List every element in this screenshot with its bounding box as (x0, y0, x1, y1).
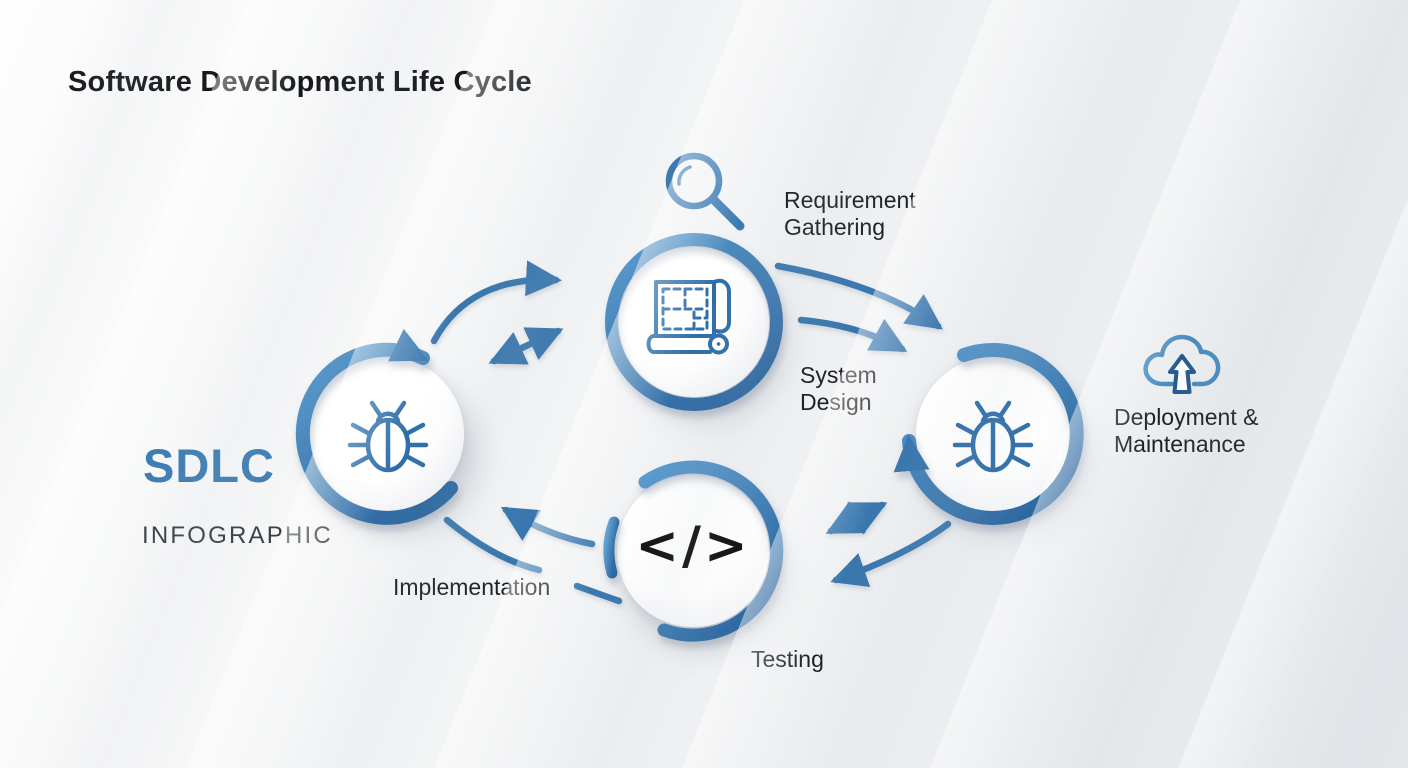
label-implementation: Implementation (393, 574, 551, 600)
label-line: Requirement (784, 187, 916, 213)
arrow-planning-implementation-twoway (488, 327, 564, 365)
arrow-planning-to-maintenance-lower (797, 316, 908, 353)
testing-node-disc (617, 475, 769, 627)
label-line: Gathering (784, 214, 886, 240)
page-title: Software Development Life Cycle (68, 66, 532, 98)
brand-tagline: INFOGRAPHIC (142, 522, 333, 549)
bug-icon (350, 403, 426, 470)
label-line: Deployment & (1114, 404, 1259, 430)
arrow-implementation-to-planning (430, 260, 562, 345)
connector-implementation-to-testing-b (573, 582, 623, 605)
planning-ring (605, 233, 783, 411)
label-line: Maintenance (1114, 431, 1246, 457)
arrow-testing-to-implementation (500, 506, 596, 548)
arrow-testing-maintenance-twoway (825, 501, 888, 535)
testing-ring-segment (603, 516, 620, 579)
blueprint-icon (646, 278, 731, 355)
testing-ring (638, 460, 784, 642)
cloud-upload-icon (1143, 334, 1221, 394)
magnifying-glass-icon (665, 152, 745, 231)
node-rings (295, 233, 1084, 642)
brand-acronym: SDLC (143, 439, 275, 492)
label-system-design: System Design (800, 362, 877, 416)
arrow-maintenance-to-testing (830, 520, 952, 588)
label-line: Design (800, 389, 872, 415)
implementation-ring-arrow (295, 328, 458, 525)
label-requirement-gathering: Requirement Gathering (784, 187, 916, 241)
flow-arrows (430, 260, 952, 605)
label-line: System (800, 362, 877, 388)
label-deployment-maintenance: Deployment & Maintenance (1114, 404, 1258, 458)
code-brackets-icon: </> (635, 516, 751, 576)
connector-implementation-to-testing-a (443, 516, 543, 574)
maintenance-ring-arrow (893, 342, 1084, 525)
arrow-planning-to-maintenance-upper (774, 262, 943, 330)
bug-icon (955, 403, 1031, 470)
label-testing: Testing (751, 646, 824, 672)
